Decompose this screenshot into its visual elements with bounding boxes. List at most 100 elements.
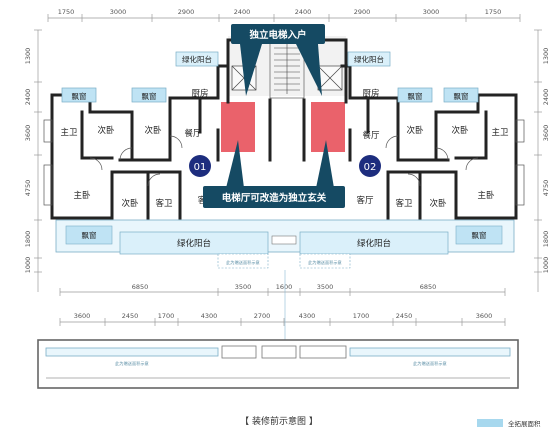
dimension-lines [37, 17, 539, 323]
dim-mid-5: 6850 [420, 283, 437, 291]
label-green-balcony-bottom-right: 绿化阳台 [357, 238, 391, 249]
dim-bottom-3: 1700 [158, 312, 175, 320]
dim-bottom-4: 4300 [201, 312, 218, 320]
dim-bottom-6: 4300 [299, 312, 316, 320]
label-bay-window-6: 飘窗 [472, 230, 487, 240]
label-living-left: 客 [198, 195, 207, 206]
dim-left-2: 2400 [24, 89, 32, 106]
label-green-balcony-top-right: 绿化阳台 [354, 54, 384, 64]
dim-top-6: 2900 [354, 8, 371, 16]
label-kitchen-left: 厨房 [191, 88, 208, 99]
callout-top-arrow-right [296, 44, 322, 96]
dim-left-1: 1300 [24, 48, 32, 65]
footer: 【 装修前示意图 】 全拓展面积 [240, 415, 541, 428]
dim-top-3: 2900 [178, 8, 195, 16]
dim-right-3: 3600 [542, 125, 550, 142]
dim-bottom-5: 2700 [254, 312, 271, 320]
callout-mid-box [203, 186, 345, 208]
dim-top-2: 3000 [110, 8, 127, 16]
dim-bottom-1: 3600 [74, 312, 91, 320]
dim-top-5: 2400 [295, 8, 312, 16]
dim-left-4: 4750 [24, 180, 32, 197]
label-second-bed-2: 次卧 [144, 125, 162, 136]
dim-right-1: 1300 [542, 48, 550, 65]
label-second-bed-3: 次卧 [406, 125, 424, 136]
lower-note-left: 此为赠送面积示意 [115, 360, 149, 367]
label-master-bath-left: 主卫 [60, 127, 78, 138]
label-living-right: 客厅 [356, 195, 374, 206]
label-second-bed-6: 次卧 [429, 198, 447, 209]
unit-number-02: 02 [364, 162, 377, 173]
callout-mid-text: 电梯厅可改造为独立玄关 [222, 192, 327, 204]
bay-windows-top [61, 87, 479, 103]
label-second-bed-1: 次卧 [97, 125, 115, 136]
callout-mid-arrow-right [316, 140, 334, 188]
dim-mid-1: 6850 [132, 283, 149, 291]
label-bay-window-1: 飘窗 [72, 91, 87, 101]
lower-note-right: 此为赠送面积示意 [413, 360, 447, 367]
left-dimensions: 1300 2400 3600 4750 1800 1000 [24, 48, 32, 274]
green-balconies-top [175, 51, 391, 67]
unit-badge-01 [189, 155, 211, 177]
callout-top-text: 独立电梯入户 [248, 29, 306, 41]
dim-bottom-7: 1700 [353, 312, 370, 320]
thin-lines [43, 119, 525, 206]
label-dining-left: 餐厅 [184, 129, 202, 139]
elevator-hall-highlights [221, 102, 345, 152]
dim-top-1: 1750 [58, 8, 75, 16]
dim-right-2: 2400 [542, 89, 550, 106]
legend-swatch [477, 419, 503, 427]
bottom-balcony-zone [55, 219, 515, 269]
label-dining-right: 餐厅 [362, 131, 380, 141]
label-second-bed-5: 次卧 [121, 198, 139, 209]
label-green-balcony-top-left: 绿化阳台 [182, 54, 212, 64]
unit-badges: 01 02 [189, 155, 381, 177]
dim-top-8: 1750 [485, 8, 502, 16]
label-master-bed-left: 主卧 [73, 190, 91, 201]
bottom-dimensions: 3600 2450 1700 4300 2700 4300 1700 2450 … [74, 312, 493, 320]
balcony-note-left: 此为赠送面积示意 [226, 259, 260, 266]
mid-dimensions: 6850 3500 1600 3500 6850 [132, 283, 437, 291]
balcony-note-right: 此为赠送面积示意 [308, 259, 342, 266]
top-dimensions: 1750 3000 2900 2400 2400 2900 3000 1750 [58, 8, 502, 16]
label-green-balcony-bottom-left: 绿化阳台 [177, 238, 211, 249]
label-guest-bath-left: 客卫 [155, 198, 173, 209]
room-labels: 飘窗 飘窗 飘窗 飘窗 绿化阳台 绿化阳台 厨房 厨房 餐厅 餐厅 次卧 次卧 … [60, 54, 509, 266]
dim-right-4: 4750 [542, 180, 550, 197]
dim-mid-2: 3500 [235, 283, 252, 291]
dimension-ticks [34, 14, 542, 326]
label-bay-window-3: 飘窗 [408, 91, 423, 101]
unit-number-01: 01 [194, 162, 207, 173]
dim-left-5: 1800 [24, 231, 32, 248]
label-master-bed-right: 主卧 [477, 190, 495, 201]
callout-top-box [231, 24, 325, 44]
dim-right-5: 1800 [542, 231, 550, 248]
label-bay-window-2: 飘窗 [142, 91, 157, 101]
lower-section-notes: 此为赠送面积示意 此为赠送面积示意 [115, 360, 447, 367]
elevator-shafts [231, 65, 343, 91]
dim-bottom-2: 2450 [122, 312, 139, 320]
legend-label: 全拓展面积 [508, 419, 541, 428]
dim-bottom-9: 3600 [476, 312, 493, 320]
lower-section [37, 270, 519, 389]
label-master-bath-right: 主卫 [491, 127, 509, 138]
dim-bottom-8: 2450 [396, 312, 413, 320]
callout-mid: 电梯厅可改造为独立玄关 [203, 140, 345, 208]
dim-top-7: 3000 [423, 8, 440, 16]
callout-mid-arrow-left [226, 140, 244, 188]
dim-mid-4: 3500 [317, 283, 334, 291]
label-bay-window-4: 飘窗 [454, 91, 469, 101]
dim-left-3: 3600 [24, 125, 32, 142]
right-dimensions: 1300 2400 3600 4750 1800 1000 [542, 48, 550, 274]
callout-top: 独立电梯入户 [231, 24, 325, 96]
label-guest-bath-right: 客卫 [395, 198, 413, 209]
dim-left-6: 1000 [24, 257, 32, 274]
callout-top-arrow-left [240, 44, 262, 96]
label-second-bed-4: 次卧 [451, 125, 469, 136]
dim-right-6: 1000 [542, 257, 550, 274]
footer-caption: 【 装修前示意图 】 [240, 415, 318, 427]
label-kitchen-right: 厨房 [362, 88, 379, 99]
label-bay-window-5: 飘窗 [82, 230, 97, 240]
